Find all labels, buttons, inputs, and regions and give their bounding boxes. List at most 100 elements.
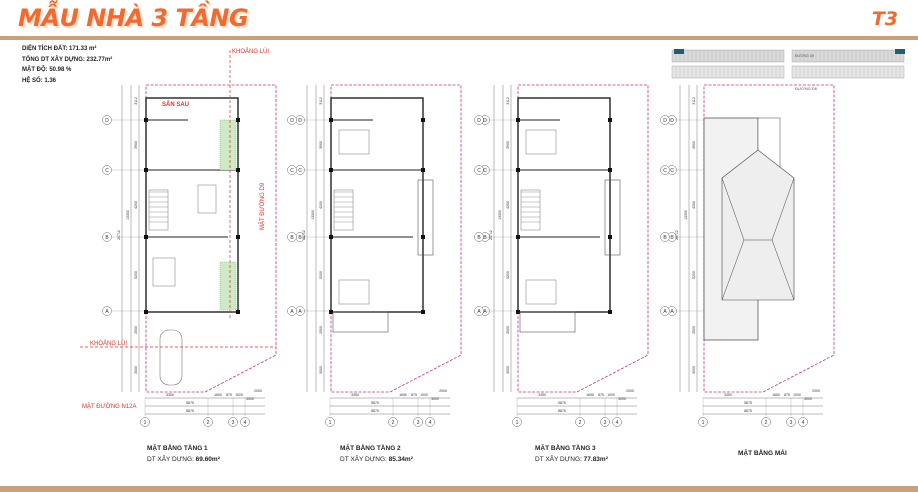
axis-label: 4 [244, 420, 247, 426]
sofa [152, 257, 176, 287]
dimension-text: 5875 [186, 401, 194, 405]
axis-label: 1 [516, 420, 519, 426]
axis-bubble [698, 417, 708, 427]
axis-bubble [512, 417, 522, 427]
dimension-text: 4200 [506, 201, 510, 209]
dimension-text: 8875 [371, 409, 379, 413]
axis-bubble [102, 232, 112, 242]
axis-bubble [287, 306, 297, 316]
density: MẬT ĐỘ: 50.98 % [22, 67, 72, 73]
column [144, 310, 148, 314]
dimension-text: 13300 [311, 210, 315, 220]
front-setback-label: KHOẢNG LÙI [90, 340, 127, 347]
model-code: T3 [871, 8, 898, 30]
column [236, 168, 240, 172]
bed [338, 279, 370, 305]
axis-label: A [298, 309, 302, 315]
land-area: DIỆN TÍCH ĐẤT: 171.33 m² [22, 46, 97, 52]
site-key-plan [671, 49, 905, 79]
axis-label: D [663, 118, 667, 124]
axis-bubble [660, 165, 670, 175]
column [421, 235, 425, 239]
column [329, 310, 333, 314]
axis-label: C [663, 168, 667, 174]
dimension-text: 1000 [607, 393, 615, 397]
axis-label: 4 [429, 420, 432, 426]
axis-label: 1 [144, 420, 147, 426]
dimension-text: 3000 [134, 366, 138, 374]
dimension-text: 2000 [254, 389, 262, 393]
dimension-text: 875 [226, 393, 232, 397]
front-balcony [519, 311, 576, 333]
axis-label: D [483, 118, 487, 124]
axis-label: C [483, 168, 487, 174]
roof-plan [703, 117, 795, 341]
axis-label: 3 [232, 420, 235, 426]
axis-label: C [298, 168, 302, 174]
axis-bubble [287, 115, 297, 125]
axis-bubble [228, 417, 238, 427]
column [421, 168, 425, 172]
column [329, 235, 333, 239]
balcony [417, 179, 434, 256]
axis-label: D [105, 118, 109, 124]
column [144, 118, 148, 122]
axis-bubble [203, 417, 213, 427]
dimension-text: 1650 [586, 393, 594, 397]
bed [525, 129, 557, 155]
column [516, 118, 520, 122]
axis-bubble [425, 417, 435, 427]
page-title: MẪU NHÀ 3 TẦNG [18, 4, 249, 32]
dimension-text: 2500 [319, 326, 323, 334]
axis-bubble [474, 165, 484, 175]
dimension-text: 20712 [302, 230, 306, 240]
road-d9-label: MẶT ĐƯỜNG D9 [259, 182, 266, 230]
dimension-text: 3000 [246, 397, 254, 401]
axis-bubble [474, 115, 484, 125]
axis-label: 2 [392, 420, 395, 426]
property-boundary [703, 84, 835, 393]
axis-label: C [105, 168, 109, 174]
highlight-lot [895, 49, 905, 54]
axis-bubble [660, 115, 670, 125]
axis-bubble [102, 165, 112, 175]
highlight-lot [674, 49, 684, 54]
plan-caption-1: MẶT BẰNG TẦNG 1 DT XÂY DỰNG: 69.60m² [147, 443, 220, 465]
plan-title: MẶT BẰNG TẦNG 3 [535, 445, 596, 452]
axis-bubble [325, 417, 335, 427]
axis-bubble [786, 417, 796, 427]
axis-label: C [477, 168, 481, 174]
axis-bubble [660, 306, 670, 316]
dimension-text: 4200 [692, 201, 696, 209]
area-label: DT XÂY DỰNG: [340, 456, 389, 463]
dimension-text: 1000 [420, 393, 428, 397]
axis-bubble [612, 417, 622, 427]
axis-bubble [761, 417, 771, 427]
axis-bubble [600, 417, 610, 427]
building-outline [330, 97, 424, 313]
column [608, 235, 612, 239]
dimension-text: 4200 [134, 201, 138, 209]
dimension-text: 3000 [618, 397, 626, 401]
axis-label: A [105, 309, 109, 315]
axis-label: A [477, 309, 481, 315]
axis-bubble [575, 417, 585, 427]
axis-bubble [798, 417, 808, 427]
setback-label: KHOẢNG LÙI [232, 48, 269, 55]
dimension-text: 875 [784, 393, 790, 397]
dimension-text: 3900 [692, 141, 696, 149]
axis-label: A [290, 309, 294, 315]
dining-table [197, 184, 217, 214]
dimension-text: 4200 [319, 201, 323, 209]
road-bottom-label: ĐƯỜNG D6 [795, 86, 818, 91]
dimension-text: 5875 [558, 401, 566, 405]
axis-label: 4 [802, 420, 805, 426]
column [329, 168, 333, 172]
property-boundary [330, 84, 462, 393]
axis-label: A [663, 309, 667, 315]
dimension-text: 13300 [498, 210, 502, 220]
axis-label: B [670, 235, 674, 241]
axis-label: 2 [579, 420, 582, 426]
